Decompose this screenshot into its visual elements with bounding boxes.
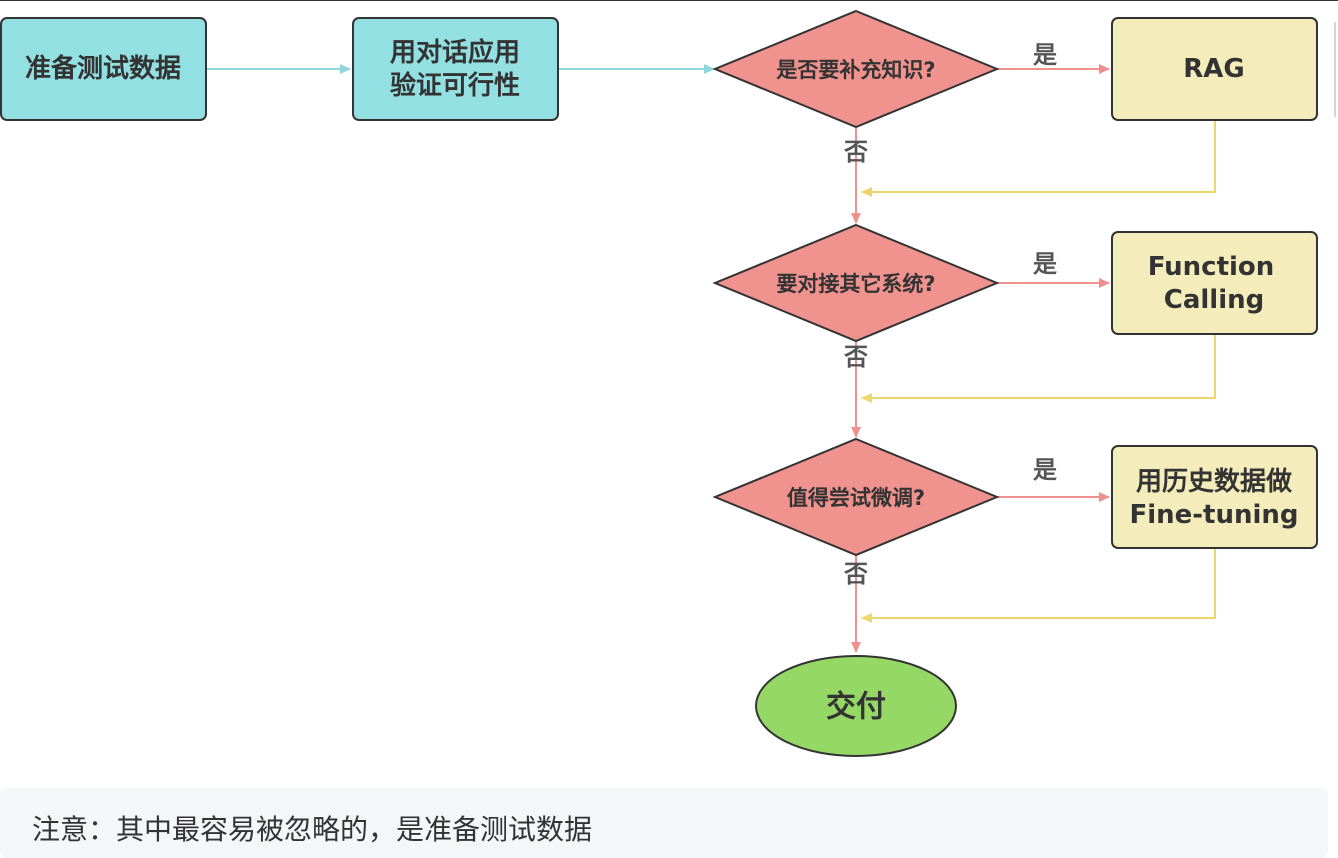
no-label-finetune: 否 xyxy=(843,560,868,588)
node-prepare-data: 准备测试数据 xyxy=(0,17,207,121)
node-function-calling: Function Calling xyxy=(1111,231,1318,335)
node-rag: RAG xyxy=(1111,17,1318,121)
function-calling-label-line1: Function xyxy=(1148,252,1275,282)
no-label-integrate: 否 xyxy=(843,343,868,371)
validate-label-line1: 用对话应用 xyxy=(390,37,520,68)
yes-label-finetune: 是 xyxy=(1033,456,1057,484)
note-panel: 注意：其中最容易被忽略的，是准备测试数据 xyxy=(0,788,1328,858)
node-fine-tuning: 用历史数据做 Fine-tuning xyxy=(1111,445,1318,549)
decision-integrate-label: 要对接其它系统? xyxy=(776,272,935,296)
decision-knowledge-label: 是否要补充知识? xyxy=(776,58,935,82)
no-label-knowledge: 否 xyxy=(843,138,868,166)
validate-label-line2: 验证可行性 xyxy=(390,70,520,101)
edge-rag-return xyxy=(861,121,1216,197)
edge-fc-return xyxy=(861,335,1216,403)
decision-finetune-label: 值得尝试微调? xyxy=(787,486,925,510)
node-deliver: 交付 xyxy=(755,655,957,757)
flowchart: 准备测试数据 用对话应用 验证可行性 是否要补充知识? 要对接其它系统? 值得尝… xyxy=(0,9,1318,757)
note-text: 注意：其中最容易被忽略的，是准备测试数据 xyxy=(32,813,593,846)
decision-finetune: 值得尝试微调? xyxy=(712,437,1000,557)
function-calling-label-line2: Calling xyxy=(1164,285,1264,315)
fine-tuning-label-line2: Fine-tuning xyxy=(1129,500,1298,530)
right-edge-divider xyxy=(1334,22,1336,117)
yes-label-knowledge: 是 xyxy=(1033,41,1057,69)
decision-knowledge: 是否要补充知识? xyxy=(712,9,1000,129)
prepare-data-label: 准备测试数据 xyxy=(25,54,181,84)
edge-ft-return xyxy=(861,549,1216,623)
node-validate: 用对话应用 验证可行性 xyxy=(352,17,559,121)
deliver-label: 交付 xyxy=(826,690,886,725)
yes-label-integrate: 是 xyxy=(1033,250,1057,278)
decision-integrate: 要对接其它系统? xyxy=(712,223,1000,343)
fine-tuning-label-line1: 用历史数据做 xyxy=(1136,467,1292,497)
rag-label: RAG xyxy=(1183,54,1244,84)
top-border xyxy=(0,0,1338,1)
